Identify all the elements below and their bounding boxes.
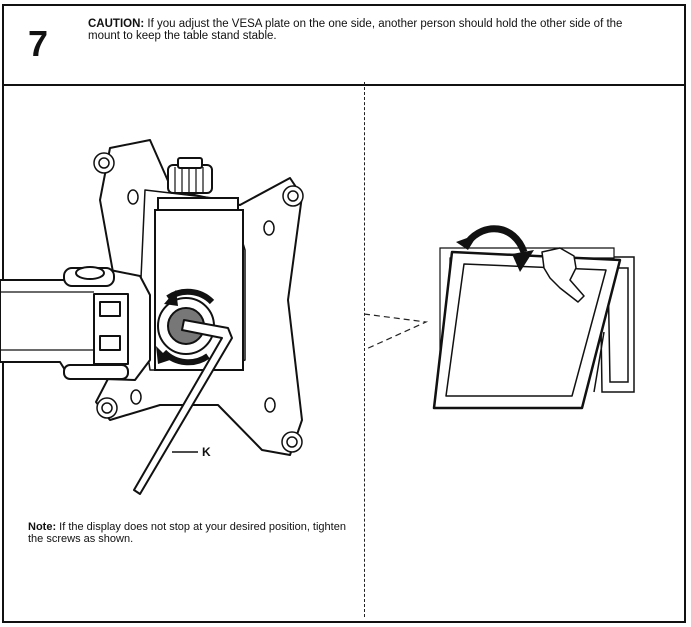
note-body: If the display does not stop at your des…: [28, 521, 346, 545]
vesa-plate-figure: [0, 139, 304, 495]
arm-icon: [0, 266, 151, 381]
caution-body: If you adjust the VESA plate on the one …: [88, 18, 623, 42]
monitor-icon: [432, 250, 622, 410]
hand-icon: [541, 247, 585, 303]
note-label: Note:: [28, 521, 57, 533]
caution-text: CAUTION: If you adjust the VESA plate on…: [88, 18, 648, 42]
step-number: 7: [28, 23, 49, 64]
monitor-tilt-figure: [364, 225, 635, 410]
allen-key-icon: [133, 319, 233, 495]
note-text: Note: If the display does not stop at yo…: [28, 521, 348, 545]
callout-label-k: K: [202, 445, 211, 459]
caution-label: CAUTION:: [88, 18, 145, 30]
panel-divider: [364, 82, 365, 617]
tilt-arrow-icon: [456, 225, 534, 272]
step-header: 7 CAUTION: If you adjust the VESA plate …: [4, 6, 684, 86]
